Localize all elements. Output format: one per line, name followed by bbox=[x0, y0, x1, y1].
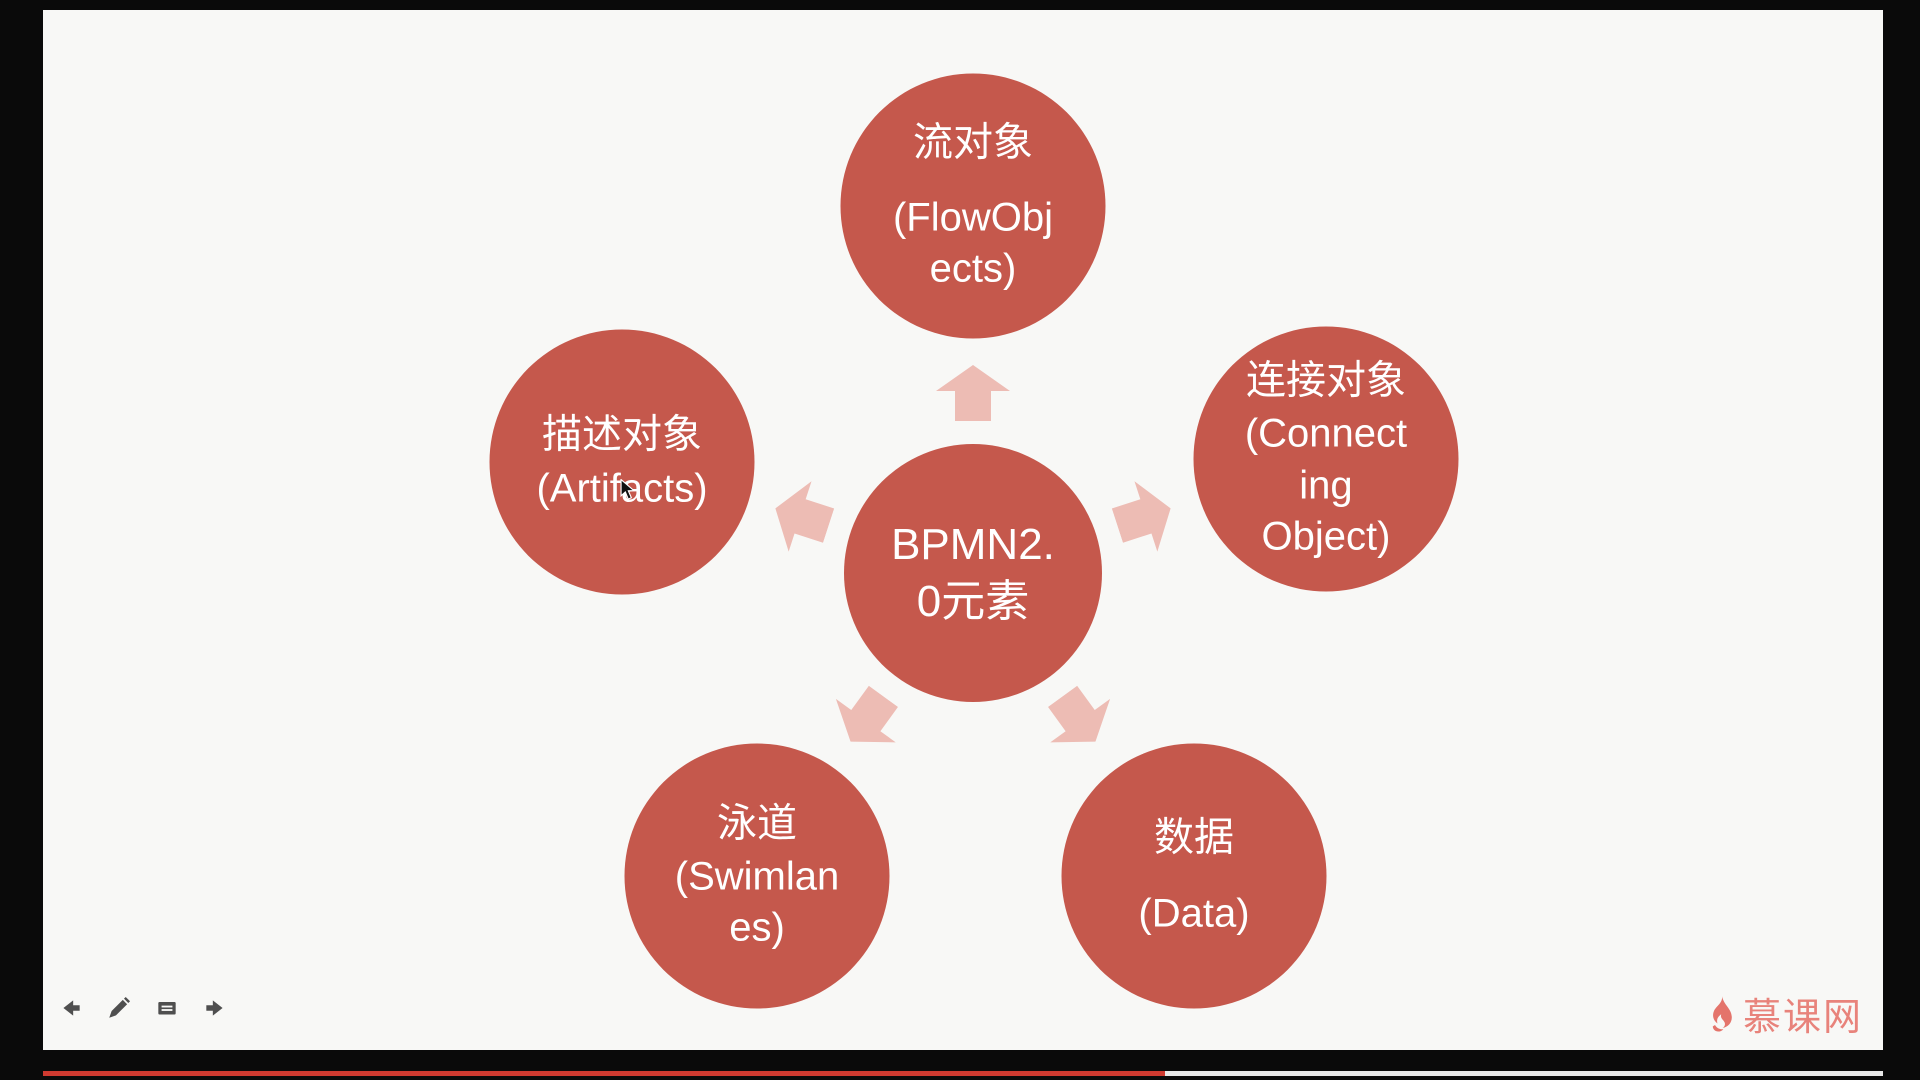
diagram-node-swimlanes: 泳道 (Swimlan es) bbox=[624, 743, 890, 1009]
node-label-en: (FlowObj ects) bbox=[892, 195, 1054, 291]
diagram-node-connecting-object: 连接对象 (Connect ing Object) bbox=[1193, 326, 1459, 592]
brand-name: 慕课网 bbox=[1742, 997, 1863, 1039]
diagram-node-flow-objects: 流对象 (FlowObj ects) bbox=[840, 73, 1106, 339]
pencil-tool-button[interactable] bbox=[105, 994, 133, 1022]
node-label-cn: 数据 bbox=[1154, 815, 1234, 860]
slide-canvas: 流对象 (FlowObj ects) 连接对象 (Connect ing Obj… bbox=[43, 10, 1883, 1050]
arrow-lower-right-icon bbox=[1047, 685, 1111, 743]
diagram-node-artifacts: 描述对象 (Artifacts) bbox=[489, 329, 755, 595]
video-progress-played bbox=[43, 1071, 1166, 1076]
imooc-flame-icon bbox=[1712, 995, 1732, 1032]
prev-arrow-icon bbox=[63, 1000, 80, 1016]
diagram-node-center-bpmn: BPMN2. 0元素 bbox=[844, 444, 1102, 702]
pencil-icon bbox=[109, 996, 131, 1018]
next-arrow-icon bbox=[206, 1000, 223, 1016]
arrow-up-icon bbox=[936, 365, 1010, 421]
next-slide-button[interactable] bbox=[201, 994, 229, 1022]
node-label-en: (Swimlan es) bbox=[674, 854, 840, 950]
node-label-center: BPMN2. 0元素 bbox=[891, 519, 1055, 626]
annotation-panel-button[interactable] bbox=[153, 994, 181, 1022]
mouse-cursor-icon bbox=[620, 479, 636, 500]
node-label-en: (Connect ing Object) bbox=[1244, 411, 1408, 559]
arrow-upper-left-icon bbox=[775, 481, 835, 552]
diagram-node-data: 数据 (Data) bbox=[1061, 743, 1327, 1009]
prev-slide-button[interactable] bbox=[57, 994, 85, 1022]
annotation-toolbar bbox=[57, 994, 229, 1022]
node-label-cn: 连接对象 bbox=[1246, 358, 1406, 403]
video-progress-bar[interactable] bbox=[43, 1071, 1883, 1076]
node-label-cn: 描述对象 bbox=[542, 412, 702, 457]
node-label-en: (Data) bbox=[1138, 891, 1250, 935]
annotation-panel-icon bbox=[158, 1002, 176, 1015]
arrow-upper-right-icon bbox=[1111, 481, 1171, 552]
node-label-cn: 流对象 bbox=[913, 120, 1033, 165]
arrow-lower-left-icon bbox=[835, 685, 899, 743]
node-label-cn: 泳道 bbox=[717, 801, 797, 846]
brand-watermark: 慕课网 bbox=[1705, 986, 1863, 1041]
